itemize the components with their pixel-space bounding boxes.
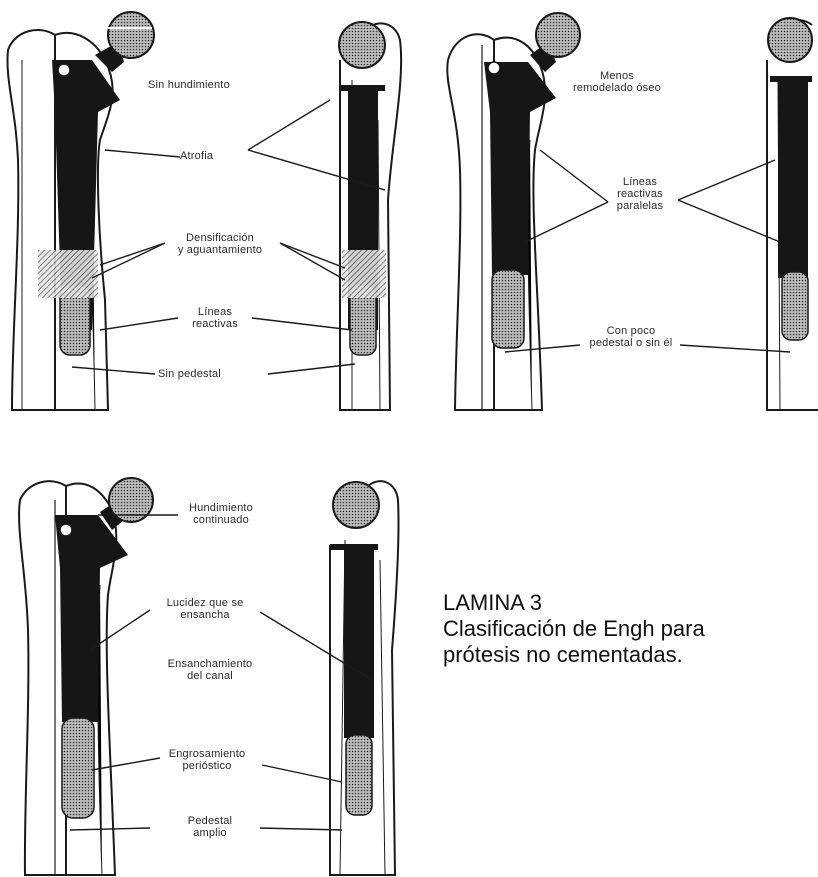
label-sin-pedestal: Sin pedestal	[158, 368, 221, 380]
femoral-stem	[778, 78, 808, 278]
label-lineas-reactivas: Líneas reactivas	[175, 306, 255, 330]
densification-zone	[38, 250, 98, 298]
femoral-head	[536, 13, 580, 57]
femoral-stem	[484, 62, 556, 275]
label-menos-line1: Menos	[562, 70, 672, 82]
label-pedestal-amplio: Pedestal amplio	[170, 815, 250, 839]
label-lineas-paralelas-line1: Líneas	[600, 176, 680, 188]
femoral-head	[108, 12, 154, 58]
femoral-head	[768, 18, 812, 62]
caption-line2: prótesis no cementadas.	[443, 642, 683, 668]
label-sin-hundimiento: Sin hundimiento	[148, 79, 230, 91]
femoral-stem	[55, 515, 128, 722]
panel1-femur-right	[339, 22, 401, 410]
label-pedestal-amplio-line2: amplio	[170, 827, 250, 839]
label-engrosamiento-line2: perióstico	[152, 760, 262, 772]
label-lineas-reactivas-line2: reactivas	[175, 318, 255, 330]
panel1-femur-left	[7, 12, 154, 410]
label-densificacion-line2: y aguantamiento	[160, 244, 280, 256]
femoral-stem	[344, 548, 374, 738]
label-ensanchamiento-line1: Ensanchamiento	[150, 658, 270, 670]
label-ensanchamiento-line2: del canal	[150, 670, 270, 682]
label-menos-remodelado: Menos remodelado óseo	[562, 70, 672, 94]
femoral-head	[339, 22, 385, 68]
panel3-femur-right	[330, 481, 399, 875]
label-lucidez-line1: Lucidez que se	[150, 597, 260, 609]
label-pedestal-line1: Con poco	[576, 325, 686, 337]
label-pedestal-amplio-line1: Pedestal	[170, 815, 250, 827]
caption-line1: Clasificación de Engh para	[443, 616, 705, 642]
label-lucidez: Lucidez que se ensancha	[150, 597, 260, 621]
label-lineas-paralelas: Líneas reactivas paralelas	[600, 176, 680, 212]
label-lucidez-line2: ensancha	[150, 609, 260, 621]
label-densificacion: Densificación y aguantamiento	[160, 232, 280, 256]
label-lineas-paralelas-line3: paralelas	[600, 200, 680, 212]
label-ensanchamiento: Ensanchamiento del canal	[150, 658, 270, 682]
label-densificacion-line1: Densificación	[160, 232, 280, 244]
panel3-femur-left	[19, 478, 153, 875]
femoral-head	[333, 482, 379, 528]
label-atrofia: Atrofia	[180, 150, 213, 162]
label-pedestal-line2: pedestal o sin él	[576, 337, 686, 349]
label-hundimiento-continuado: Hundimiento continuado	[176, 502, 266, 526]
label-con-poco-pedestal: Con poco pedestal o sin él	[576, 325, 686, 349]
label-hundimiento-line1: Hundimiento	[176, 502, 266, 514]
label-engrosamiento: Engrosamiento perióstico	[152, 748, 262, 772]
caption-title: LAMINA 3	[443, 590, 542, 616]
label-menos-line2: remodelado óseo	[562, 82, 672, 94]
label-lineas-paralelas-line2: reactivas	[600, 188, 680, 200]
label-lineas-reactivas-line1: Líneas	[175, 306, 255, 318]
label-engrosamiento-line1: Engrosamiento	[152, 748, 262, 760]
label-hundimiento-line2: continuado	[176, 514, 266, 526]
panel2-femur-left	[447, 13, 580, 410]
